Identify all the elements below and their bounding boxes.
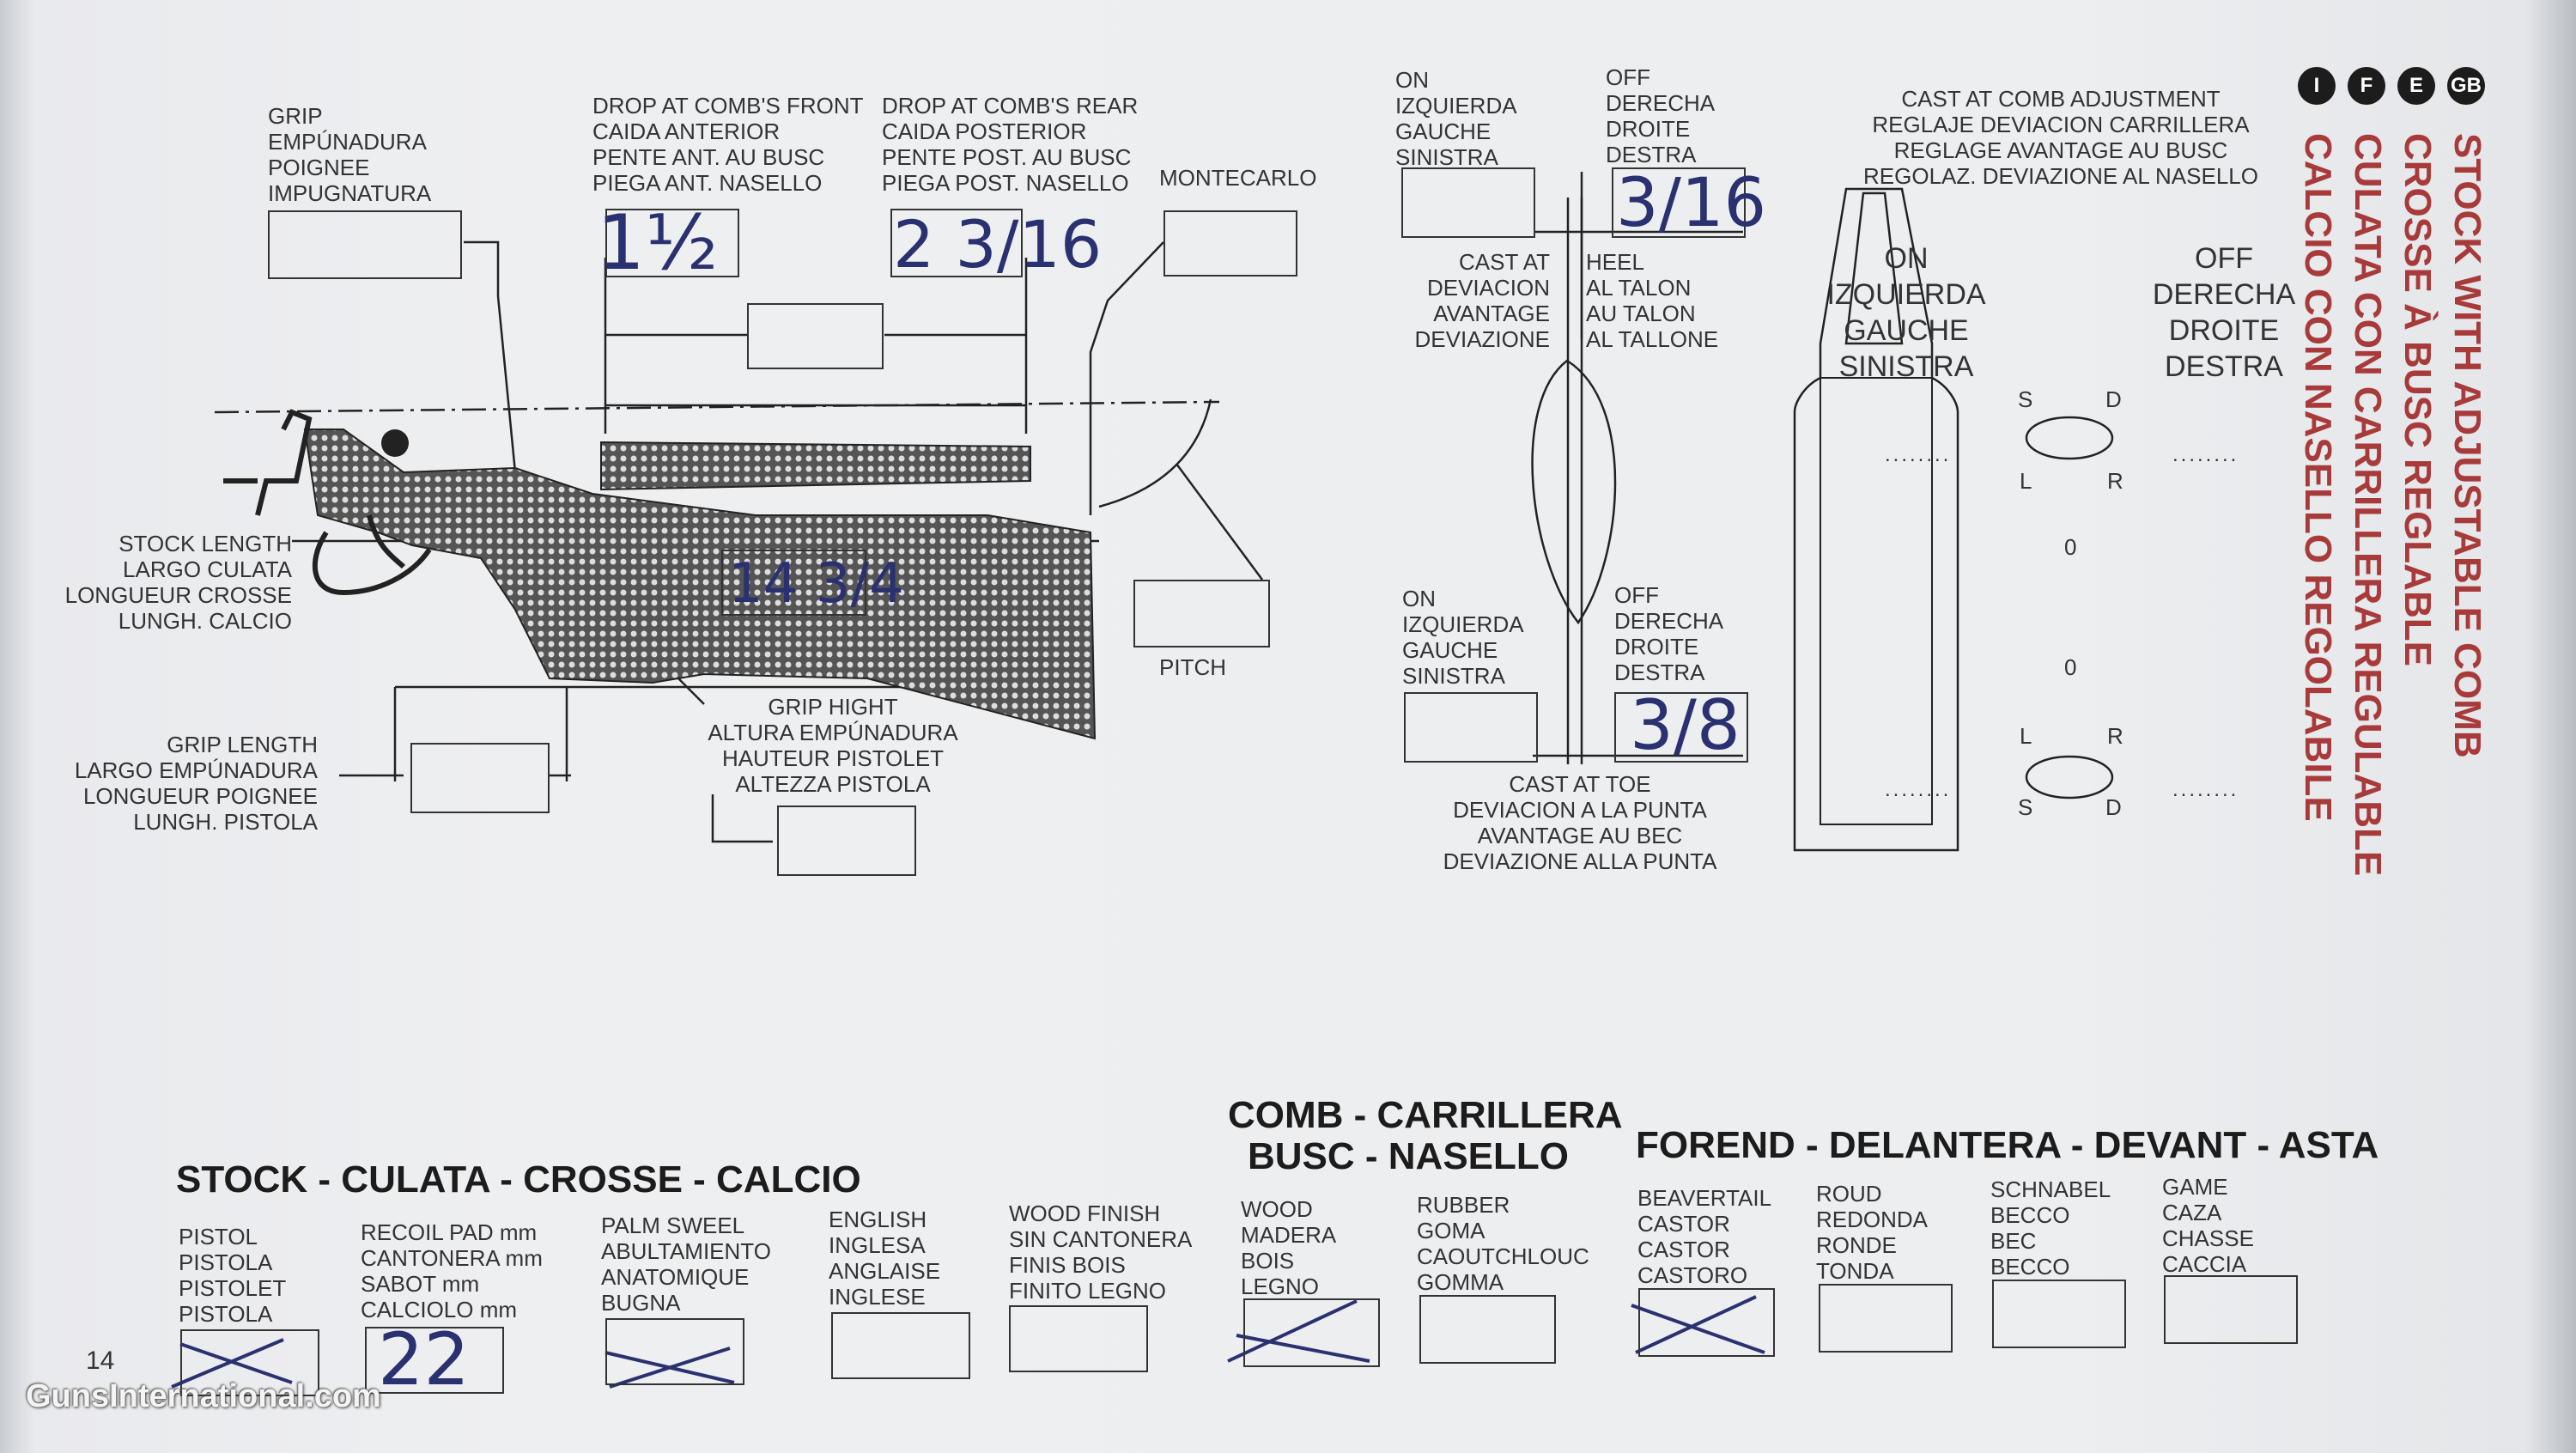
- grip-height-field[interactable]: [777, 806, 916, 876]
- watermark: GunsInternational.com: [26, 1378, 381, 1414]
- cast-at-label: CAST AT DEVIACION AVANTAGE DEVIAZIONE: [1414, 249, 1550, 352]
- top-s-mark: S: [2018, 386, 2033, 412]
- stock-length-value: 14 3/4: [728, 552, 904, 616]
- comb-adjust-title: CAST AT COMB ADJUSTMENT REGLAJE DEVIACIO…: [1863, 86, 2258, 189]
- option-pistol-label: PISTOL PISTOLA PISTOLET PISTOLA: [179, 1224, 287, 1327]
- title-e: CROSSE À BUSC REGLABLE: [2397, 133, 2439, 666]
- option-recoil-label: RECOIL PAD mm CANTONERA mm SABOT mm CALC…: [361, 1219, 543, 1322]
- comb-adjust-on-label: ON IZQUIERDA GAUCHE SINISTRA: [1826, 242, 1986, 383]
- heel-label: HEEL AL TALON AU TALON AL TALLONE: [1586, 249, 1719, 352]
- bottom-r-mark: R: [2107, 723, 2123, 749]
- title-gb: STOCK WITH ADJUSTABLE COMB: [2446, 133, 2488, 758]
- option-recoil-value: 22: [378, 1317, 470, 1401]
- comb-section-heading: COMB - CARRILLERA BUSC - NASELLO: [1228, 1094, 1623, 1177]
- cast-off-top-label: OFF DERECHA DROITE DESTRA: [1606, 64, 1716, 167]
- top-l-mark: L: [2020, 468, 2032, 494]
- option-pistol-checkbox[interactable]: [180, 1329, 319, 1396]
- forend-section-heading: FOREND - DELANTERA - DEVANT - ASTA: [1636, 1124, 2379, 1166]
- option-palm-label: PALM SWEEL ABULTAMIENTO ANATOMIQUE BUGNA: [601, 1213, 771, 1316]
- grip-length-label: GRIP LENGTH LARGO EMPÚNADURA LONGUEUR PO…: [74, 732, 318, 835]
- option-beavertail-checkbox[interactable]: [1638, 1288, 1775, 1357]
- cast-toe-value: 3/8: [1630, 685, 1741, 765]
- drop-front-label: DROP AT COMB'S FRONT CAIDA ANTERIOR PENT…: [592, 93, 864, 196]
- top-r-mark: R: [2107, 468, 2123, 494]
- dots-top-right: ........: [2172, 443, 2239, 466]
- dots-top-left: ........: [1885, 443, 1952, 466]
- stock-length-field[interactable]: [721, 550, 866, 616]
- cast-heel-off-field[interactable]: [1612, 167, 1746, 238]
- title-f: CULATA CON CARRILLERA REGULABLE: [2347, 133, 2389, 877]
- page-number: 14: [86, 1347, 115, 1375]
- option-woodfinish-checkbox[interactable]: [1009, 1305, 1148, 1372]
- cast-toe-label: CAST AT TOE DEVIACION A LA PUNTA AVANTAG…: [1443, 771, 1717, 874]
- option-beavertail-label: BEAVERTAIL CASTOR CASTOR CASTORO: [1637, 1185, 1772, 1288]
- cast-heel-on-field[interactable]: [1401, 167, 1535, 238]
- dots-bottom-left: ........: [1885, 778, 1952, 801]
- badge-i: I: [2298, 67, 2336, 105]
- drop-front-field[interactable]: [605, 209, 739, 277]
- top-d-mark: D: [2105, 386, 2122, 412]
- option-wood-checkbox[interactable]: [1243, 1298, 1380, 1367]
- option-round-checkbox[interactable]: [1819, 1284, 1953, 1353]
- option-round-label: ROUD REDONDA RONDE TONDA: [1816, 1181, 1929, 1284]
- grip-height-label: GRIP HIGHT ALTURA EMPÚNADURA HAUTEUR PIS…: [708, 694, 958, 797]
- montecarlo-label: MONTECARLO: [1159, 165, 1317, 191]
- option-schnabel-label: SCHNABEL BECCO BEC BECCO: [1990, 1176, 2111, 1280]
- grip-length-field[interactable]: [410, 743, 550, 813]
- bottom-s-mark: S: [2018, 794, 2033, 820]
- cast-heel-value: 3/16: [1616, 165, 1767, 242]
- montecarlo-field[interactable]: [1163, 210, 1297, 277]
- cast-toe-off-field[interactable]: [1614, 692, 1748, 763]
- pitch-field[interactable]: [1133, 580, 1270, 647]
- badge-e: E: [2397, 67, 2435, 105]
- option-woodfinish-label: WOOD FINISH SIN CANTONERA FINIS BOIS FIN…: [1009, 1201, 1193, 1304]
- drop-rear-value: 2 3/16: [893, 206, 1103, 283]
- option-rubber-checkbox[interactable]: [1419, 1295, 1556, 1364]
- option-recoil-field[interactable]: [365, 1327, 504, 1394]
- badge-gb: GB: [2447, 67, 2485, 105]
- comb-adjust-off-label: OFF DERECHA DROITE DESTRA: [2152, 242, 2296, 383]
- bottom-l-mark: L: [2020, 723, 2032, 749]
- title-i: CALCIO CON NASELLO REGOLABILE: [2297, 133, 2339, 822]
- cast-on-top-label: ON IZQUIERDA GAUCHE SINISTRA: [1395, 67, 1517, 170]
- drop-rear-label: DROP AT COMB'S REAR CAIDA POSTERIOR PENT…: [882, 93, 1139, 196]
- pitch-label: PITCH: [1159, 654, 1226, 680]
- stock-length-label: STOCK LENGTH LARGO CULATA LONGUEUR CROSS…: [64, 531, 292, 634]
- bottom-zero-mark: 0: [2064, 654, 2077, 680]
- grip-label: GRIP EMPÚNADURA POIGNEE IMPUGNATURA: [268, 103, 432, 206]
- option-schnabel-checkbox[interactable]: [1992, 1280, 2126, 1348]
- option-english-checkbox[interactable]: [831, 1312, 970, 1379]
- cast-toe-on-field[interactable]: [1404, 692, 1538, 763]
- comb-drop-field[interactable]: [747, 303, 884, 369]
- option-palm-checkbox[interactable]: [605, 1318, 744, 1385]
- drop-front-value: 1½: [597, 198, 719, 287]
- option-rubber-label: RUBBER GOMA CAOUTCHLOUC GOMMA: [1417, 1192, 1589, 1295]
- bottom-d-mark: D: [2105, 794, 2122, 820]
- option-english-label: ENGLISH INGLESA ANGLAISE INGLESE: [829, 1207, 941, 1310]
- option-game-label: GAME CAZA CHASSE CACCIA: [2162, 1174, 2254, 1277]
- cast-on-bottom-label: ON IZQUIERDA GAUCHE SINISTRA: [1402, 586, 1524, 689]
- top-zero-mark: 0: [2064, 534, 2077, 560]
- dots-bottom-right: ........: [2172, 778, 2239, 801]
- stock-section-heading: STOCK - CULATA - CROSSE - CALCIO: [176, 1158, 861, 1201]
- grip-field[interactable]: [268, 210, 462, 279]
- badge-f: F: [2348, 67, 2385, 105]
- option-game-checkbox[interactable]: [2164, 1275, 2298, 1344]
- cast-off-bottom-label: OFF DERECHA DROITE DESTRA: [1614, 582, 1724, 685]
- option-wood-label: WOOD MADERA BOIS LEGNO: [1241, 1196, 1337, 1299]
- drop-rear-field[interactable]: [890, 209, 1023, 277]
